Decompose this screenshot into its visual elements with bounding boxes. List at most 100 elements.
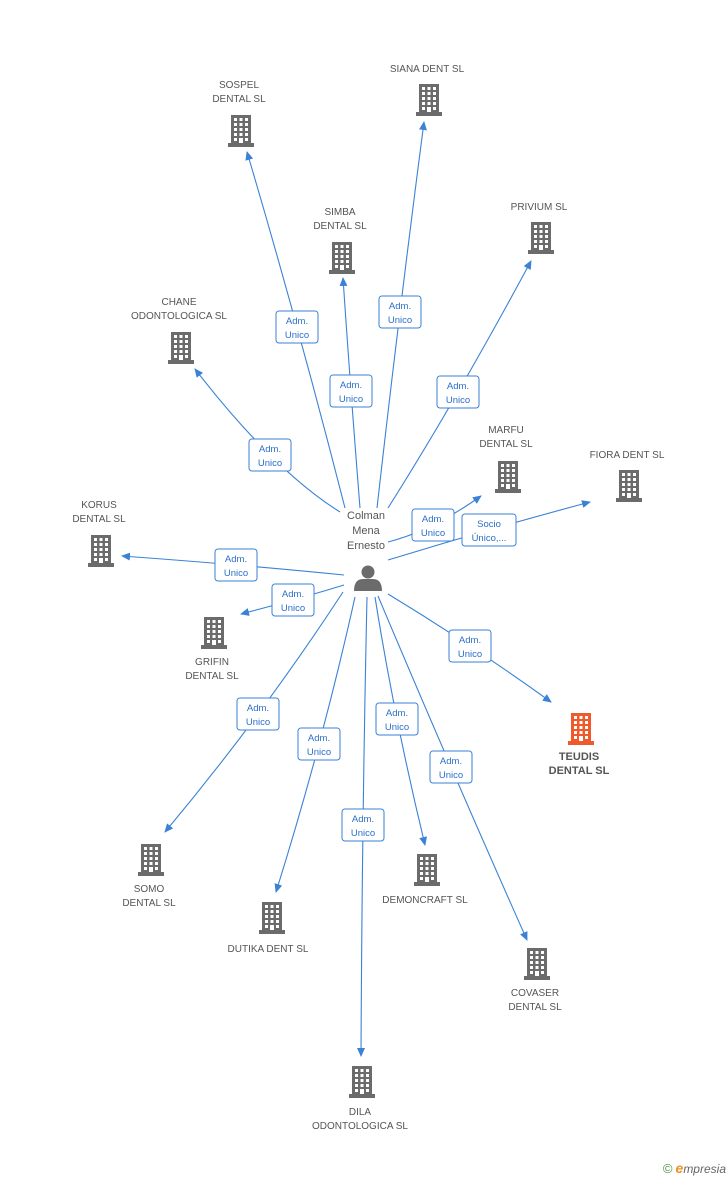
company-node-fiora[interactable]: FIORA DENT SL	[590, 450, 665, 502]
edge-label-text: Adm.	[259, 444, 281, 455]
edge-label-text: Unico	[246, 717, 270, 728]
edge-label-text: Único,...	[472, 533, 507, 544]
company-name: DENTAL SL	[122, 898, 176, 909]
edge-label-box	[429, 750, 473, 784]
company-name: COVASER	[511, 988, 559, 999]
building-icon	[168, 332, 194, 364]
building-icon	[524, 948, 550, 980]
company-node-siana[interactable]: SIANA DENT SL	[390, 64, 465, 116]
edge-label-box	[248, 438, 292, 472]
company-name: DENTAL SL	[185, 671, 239, 682]
person-icon	[354, 565, 382, 591]
building-icon	[259, 902, 285, 934]
edge-label-text: Unico	[458, 649, 482, 660]
edge-label-privium[interactable]: Adm. Unico	[436, 375, 480, 409]
company-node-chane[interactable]: CHANE ODONTOLOGICA SL	[131, 297, 227, 364]
edge-label-marfu[interactable]: Adm. Unico	[411, 508, 455, 542]
edge-label-grifin[interactable]: Adm.Unico	[271, 583, 315, 617]
company-name: KORUS	[81, 500, 117, 511]
company-name: CHANE	[161, 297, 196, 308]
edge-label-text: Unico	[385, 722, 409, 733]
company-name: SIANA DENT SL	[390, 64, 465, 75]
edge-label-text: Adm.	[440, 756, 462, 767]
building-icon	[568, 713, 594, 745]
edge-label-box	[271, 583, 315, 617]
edge-label-dutika[interactable]: Adm.Unico	[297, 727, 341, 761]
company-name: MARFU	[488, 425, 524, 436]
edge-label-text: Adm.	[286, 316, 308, 327]
company-node-privium[interactable]: PRIVIUM SL	[511, 202, 568, 254]
person-name: Ernesto	[347, 540, 385, 552]
edge-label-text: Unico	[339, 394, 363, 405]
edge-label-text: Adm.	[340, 380, 362, 391]
edge-labels-layer: Adm.UnicoAdm.UnicoAdm.UnicoAdm.UnicoAdm.…	[214, 295, 517, 842]
edge-label-sospel[interactable]: Adm. Unico	[275, 310, 319, 344]
company-name: PRIVIUM SL	[511, 202, 568, 213]
company-name: DENTAL SL	[72, 514, 126, 525]
edge-label-text: Unico	[285, 330, 309, 341]
edge-label-teudis[interactable]: Adm. Unico	[448, 629, 492, 663]
building-icon	[495, 461, 521, 493]
edge-label-simba[interactable]: Adm. Unico	[329, 374, 373, 408]
company-node-marfu[interactable]: MARFU DENTAL SL	[479, 425, 533, 493]
company-name: FIORA DENT SL	[590, 450, 665, 461]
company-name: DENTAL SL	[212, 94, 266, 105]
company-name: DENTAL SL	[479, 439, 533, 450]
edge-label-box	[411, 508, 455, 542]
edge-label-chane[interactable]: Adm. Unico	[248, 438, 292, 472]
edge-label-text: Unico	[446, 395, 470, 406]
edge-label-korus[interactable]: Adm.Unico	[214, 548, 258, 582]
company-name: ODONTOLOGICA SL	[131, 311, 227, 322]
company-name: SOSPEL	[219, 80, 259, 91]
edge-label-text: Adm.	[352, 814, 374, 825]
edge-label-box	[275, 310, 319, 344]
company-name: TEUDIS	[559, 751, 599, 763]
company-name: SOMO	[134, 884, 165, 895]
building-icon	[138, 844, 164, 876]
edge-label-box	[378, 295, 422, 329]
company-node-dutika[interactable]: DUTIKA DENT SL	[228, 902, 309, 955]
edge-label-dila[interactable]: Adm.Unico	[341, 808, 385, 842]
edge-label-covaser[interactable]: Adm.Unico	[429, 750, 473, 784]
edge-label-text: Adm.	[389, 301, 411, 312]
person-name: Colman	[347, 510, 385, 522]
company-name: DUTIKA DENT SL	[228, 944, 309, 955]
building-icon	[88, 535, 114, 567]
company-node-demoncraft[interactable]: DEMONCRAFT SL	[382, 854, 468, 906]
edge-label-box	[297, 727, 341, 761]
edge-label-text: Adm.	[422, 514, 444, 525]
brand-initial: e	[675, 1160, 684, 1176]
company-node-grifin[interactable]: GRIFIN DENTAL SL	[185, 617, 239, 682]
company-node-somo[interactable]: SOMO DENTAL SL	[122, 844, 176, 909]
edge-label-box	[448, 629, 492, 663]
empresia-credit: ©empresia	[663, 1160, 726, 1176]
building-icon	[616, 470, 642, 502]
edge-label-text: Adm.	[225, 554, 247, 565]
edge-label-text: Socio	[477, 519, 501, 530]
company-node-covaser[interactable]: COVASER DENTAL SL	[508, 948, 562, 1013]
edge-label-text: Unico	[421, 528, 445, 539]
edge-label-text: Unico	[388, 315, 412, 326]
edge-label-siana[interactable]: Adm. Unico	[378, 295, 422, 329]
company-name: GRIFIN	[195, 657, 229, 668]
edge-label-demoncraft[interactable]: Adm.Unico	[375, 702, 419, 736]
edge-label-text: Adm.	[459, 635, 481, 646]
edge-label-text: Unico	[258, 458, 282, 469]
edge-label-fiora[interactable]: SocioÚnico,...	[461, 513, 517, 547]
edge-label-somo[interactable]: Adm. Unico	[236, 697, 280, 731]
company-node-korus[interactable]: KORUS DENTAL SL	[72, 500, 126, 567]
company-name: DILA	[349, 1107, 372, 1118]
edge-label-box	[214, 548, 258, 582]
edge-label-text: Adm.	[447, 381, 469, 392]
edge-label-text: Unico	[307, 747, 331, 758]
company-name: DENTAL SL	[508, 1002, 562, 1013]
edge-label-text: Adm.	[247, 703, 269, 714]
edge-label-box	[461, 513, 517, 547]
building-icon	[201, 617, 227, 649]
company-node-sospel[interactable]: SOSPEL DENTAL SL	[212, 80, 266, 147]
edge-label-text: Unico	[281, 603, 305, 614]
